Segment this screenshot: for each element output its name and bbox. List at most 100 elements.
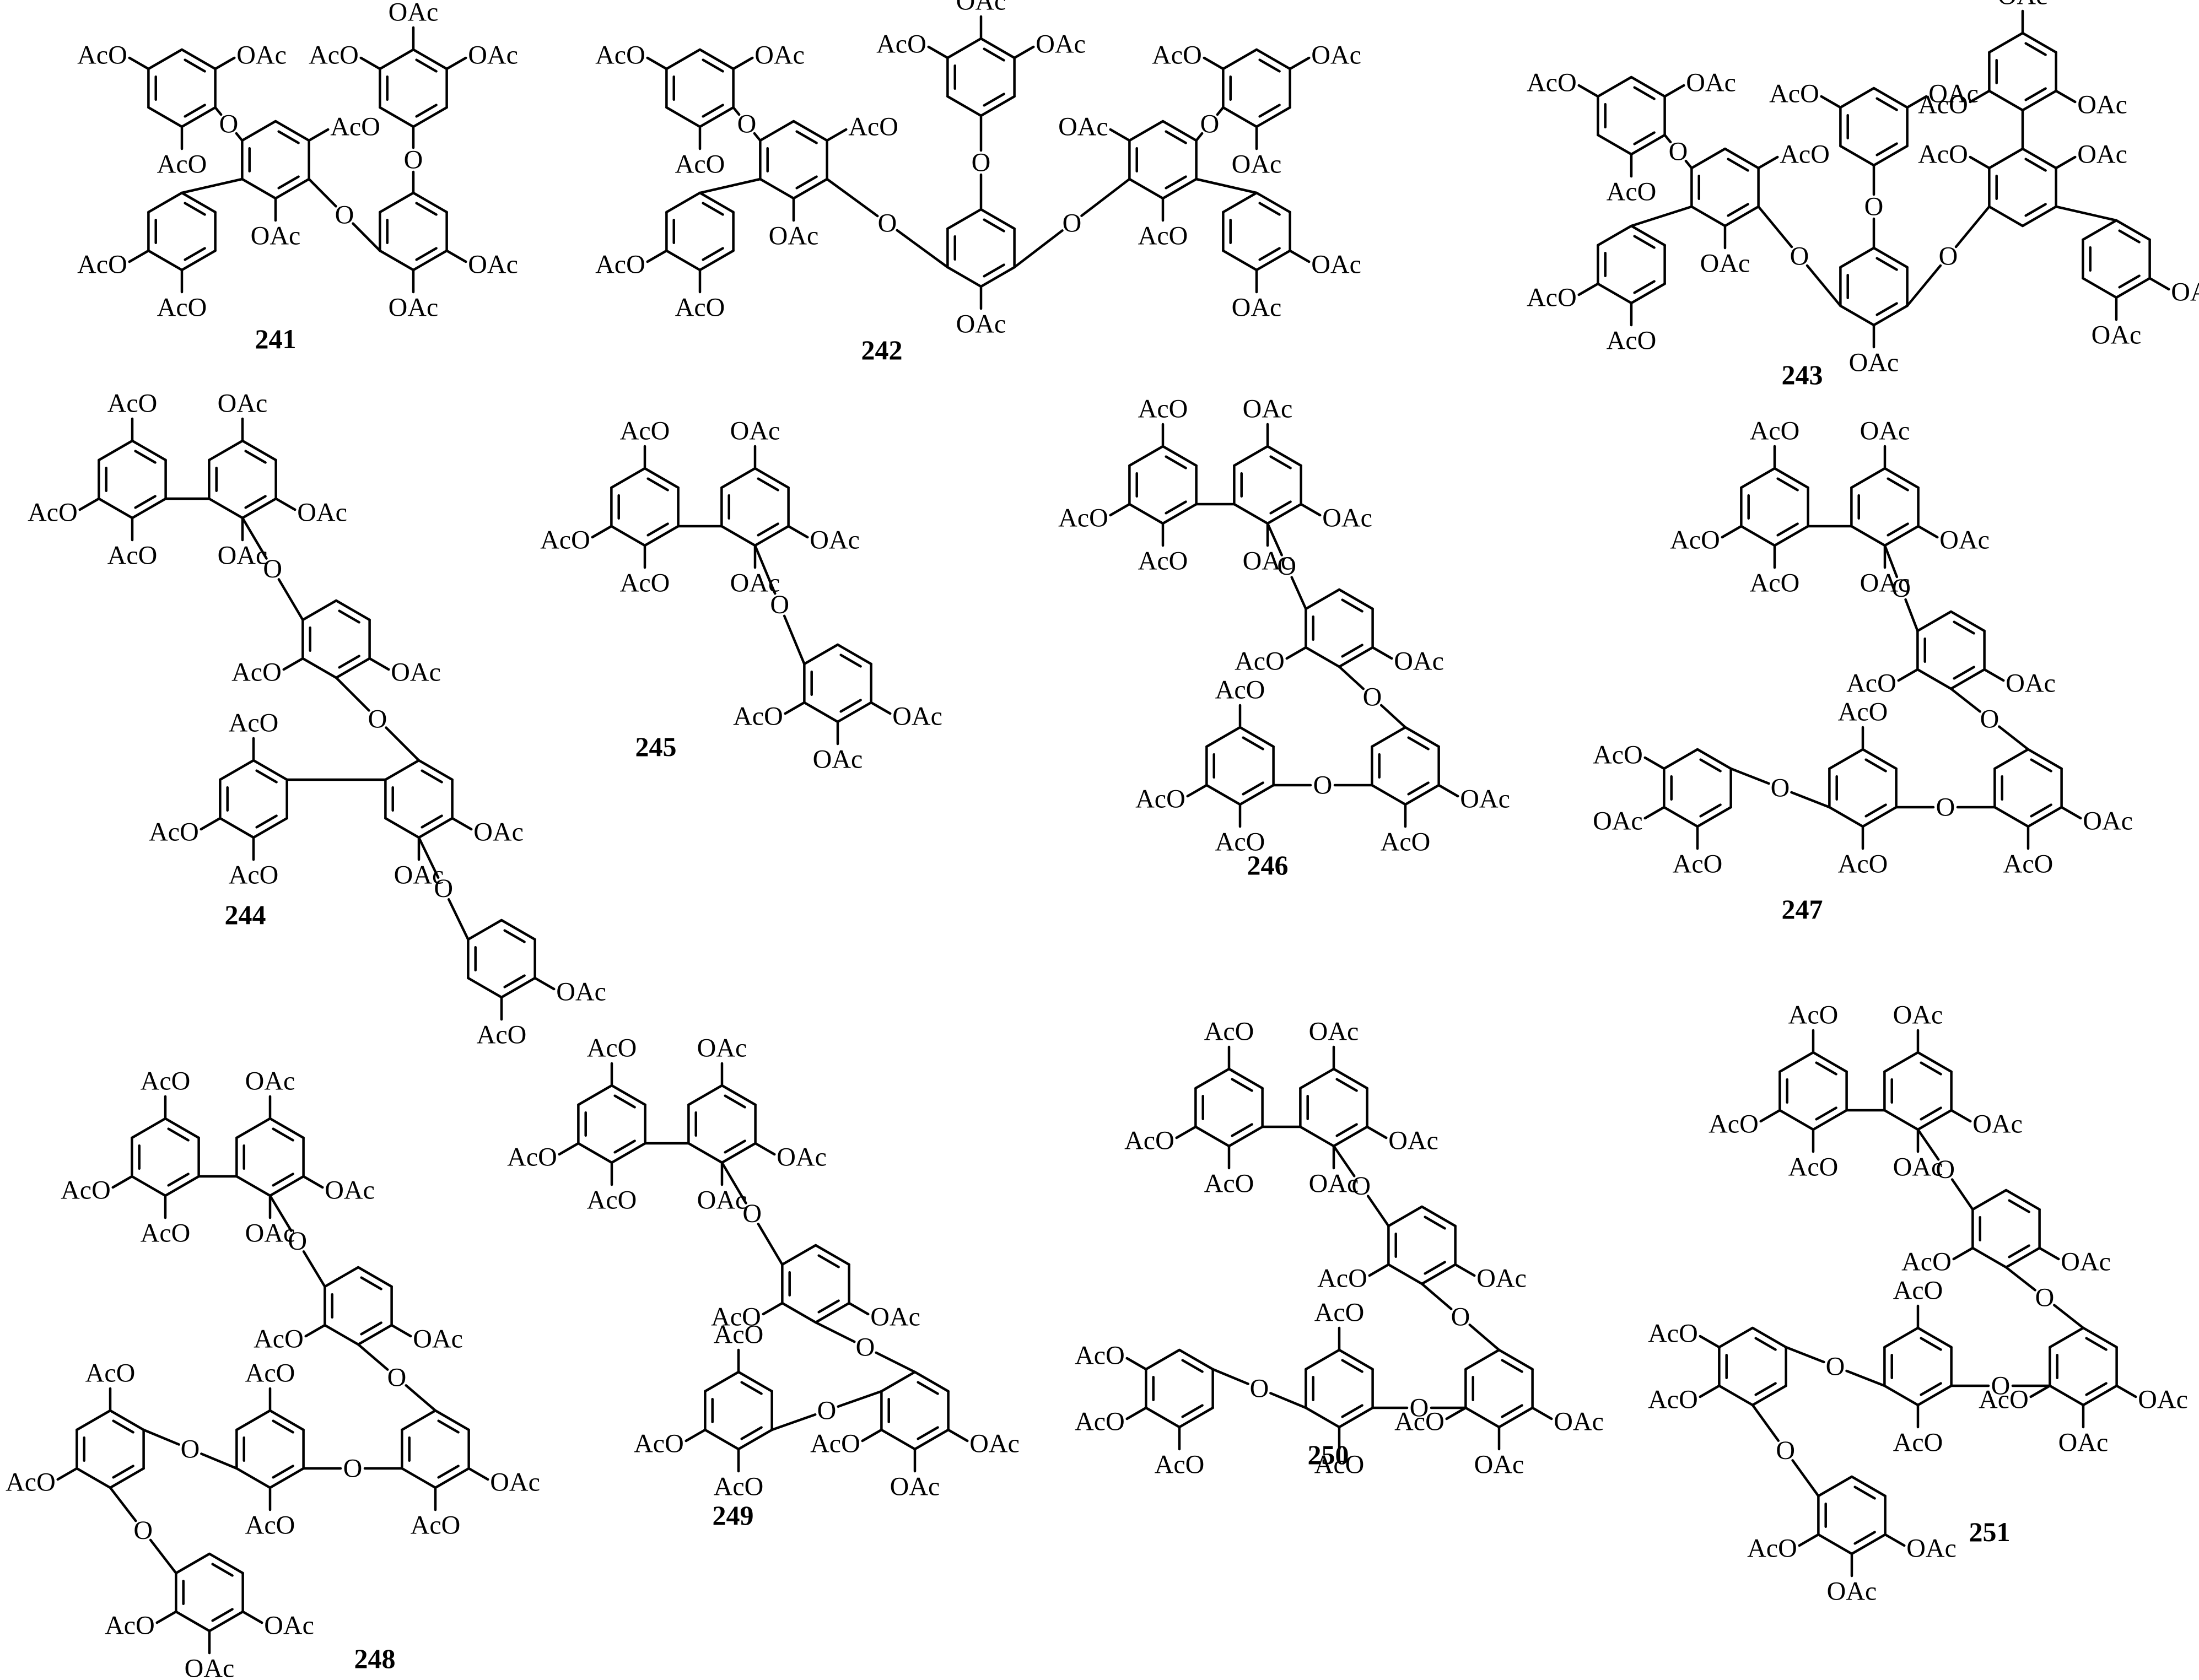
substituent-bond — [1368, 1263, 1390, 1277]
acetoxy-label: AcO — [1152, 41, 1202, 70]
ring-bond — [1839, 304, 1875, 327]
substituent-bond — [754, 1142, 776, 1156]
double-bond — [795, 175, 818, 190]
ring-bond — [235, 1117, 272, 1139]
ring-bond — [1128, 177, 1165, 200]
linking-bond — [180, 177, 244, 195]
substituent-bond — [784, 701, 806, 715]
acetoxy-label: OAc — [1700, 249, 1750, 278]
acetoxy-label: OAc — [1686, 68, 1736, 98]
ether-bond — [1883, 544, 1899, 579]
ring-bond — [836, 701, 872, 723]
ether-oxygen-label: O — [404, 145, 423, 175]
acetoxy-label: AcO — [1838, 698, 1888, 727]
substituent-bond — [558, 1142, 580, 1156]
double-bond — [2085, 1337, 2108, 1351]
acetoxy-label: AcO — [85, 1359, 136, 1388]
acetoxy-label: OAc — [1058, 112, 1108, 142]
double-bond — [646, 477, 669, 491]
acetoxy-label: AcO — [1215, 676, 1265, 705]
ether-oxygen-label: O — [133, 1516, 153, 1545]
acetoxy-label: AcO — [61, 1176, 111, 1205]
ring-bond — [1194, 1067, 1231, 1090]
double-bond — [1815, 1106, 1837, 1121]
ether-bond — [1845, 1369, 1886, 1387]
ring-bond — [880, 1370, 917, 1393]
double-bond — [1633, 131, 1656, 145]
substituent-bond — [304, 1324, 326, 1338]
acetoxy-label: AcO — [1527, 283, 1577, 312]
ether-oxygen-label: O — [817, 1396, 837, 1425]
substituent-bond — [947, 1428, 969, 1443]
double-bond — [1341, 644, 1363, 658]
ring-bond — [1690, 147, 1727, 170]
double-bond — [134, 495, 157, 509]
ring-bond — [1205, 726, 1242, 748]
substituent-bond — [2038, 1246, 2060, 1261]
ether-oxygen-label: O — [434, 874, 453, 903]
ether-bond — [241, 516, 268, 560]
ring-bond — [335, 599, 371, 622]
ring-bond — [324, 1266, 360, 1288]
ether-bond — [837, 1390, 883, 1408]
substituent-bond — [1454, 1263, 1476, 1277]
ether-bond — [1757, 205, 1793, 249]
double-bond — [1727, 203, 1749, 217]
substituent-bond — [685, 1428, 707, 1443]
compound-number-248: 248 — [354, 1643, 396, 1674]
double-bond — [740, 1381, 763, 1395]
ether-bond — [308, 177, 337, 208]
substituent-bond — [445, 56, 467, 71]
ring-bond — [1663, 806, 1699, 828]
ether-oxygen-label: O — [1980, 705, 1999, 734]
ring-bond — [2004, 1246, 2041, 1269]
double-bond — [724, 1139, 746, 1154]
ring-bond — [1850, 525, 1887, 547]
substituent-bond — [2115, 1384, 2137, 1398]
substituent-bond — [241, 1610, 263, 1624]
substituent-bond — [1663, 84, 1685, 98]
double-bond — [1341, 1359, 1363, 1373]
ring-bond — [235, 1467, 272, 1489]
substituent-bond — [451, 817, 473, 831]
ring-bond — [76, 1467, 112, 1489]
ring-bond — [467, 976, 503, 999]
double-bond — [1864, 803, 1887, 818]
ring-bond — [1817, 1475, 1853, 1498]
acetoxy-label: AcO — [6, 1468, 56, 1497]
substituent-bond — [1371, 646, 1393, 660]
ring-bond — [1255, 48, 1291, 71]
double-bond — [1258, 247, 1281, 261]
acetoxy-label: AcO — [675, 150, 725, 179]
ring-bond — [803, 643, 839, 666]
ring-bond — [2021, 31, 2057, 54]
acetoxy-label: OAc — [1311, 250, 1361, 279]
double-bond — [2024, 87, 2047, 101]
acetoxy-label: AcO — [254, 1325, 304, 1354]
acetoxy-label: OAc — [2058, 1428, 2109, 1457]
ring-bond — [1371, 784, 1407, 806]
acetoxy-label: OAc — [2006, 669, 2056, 698]
ether-oxygen-label: O — [368, 705, 387, 734]
ring-bond — [610, 525, 646, 547]
acetoxy-label: OAc — [1036, 30, 1086, 59]
ring-bond — [219, 817, 255, 839]
ring-bond — [704, 1428, 740, 1451]
double-bond — [277, 175, 300, 190]
ring-bond — [131, 439, 167, 462]
ether-oxygen-label: O — [1776, 1436, 1795, 1465]
double-bond — [167, 1173, 190, 1187]
acetoxy-label: AcO — [1670, 526, 1720, 555]
acetoxy-label: AcO — [309, 41, 359, 70]
ether-bond — [1379, 704, 1407, 729]
ring-bond — [241, 120, 277, 142]
ring-bond — [1255, 249, 1291, 272]
ether-bond — [1950, 1178, 1974, 1211]
acetoxy-label: OAc — [769, 222, 819, 251]
ring-bond — [698, 48, 735, 71]
ether-oxygen-label: O — [263, 554, 282, 584]
ring-bond — [417, 817, 454, 839]
ring-bond — [1850, 1533, 1887, 1555]
acetoxy-label: AcO — [1527, 68, 1577, 98]
